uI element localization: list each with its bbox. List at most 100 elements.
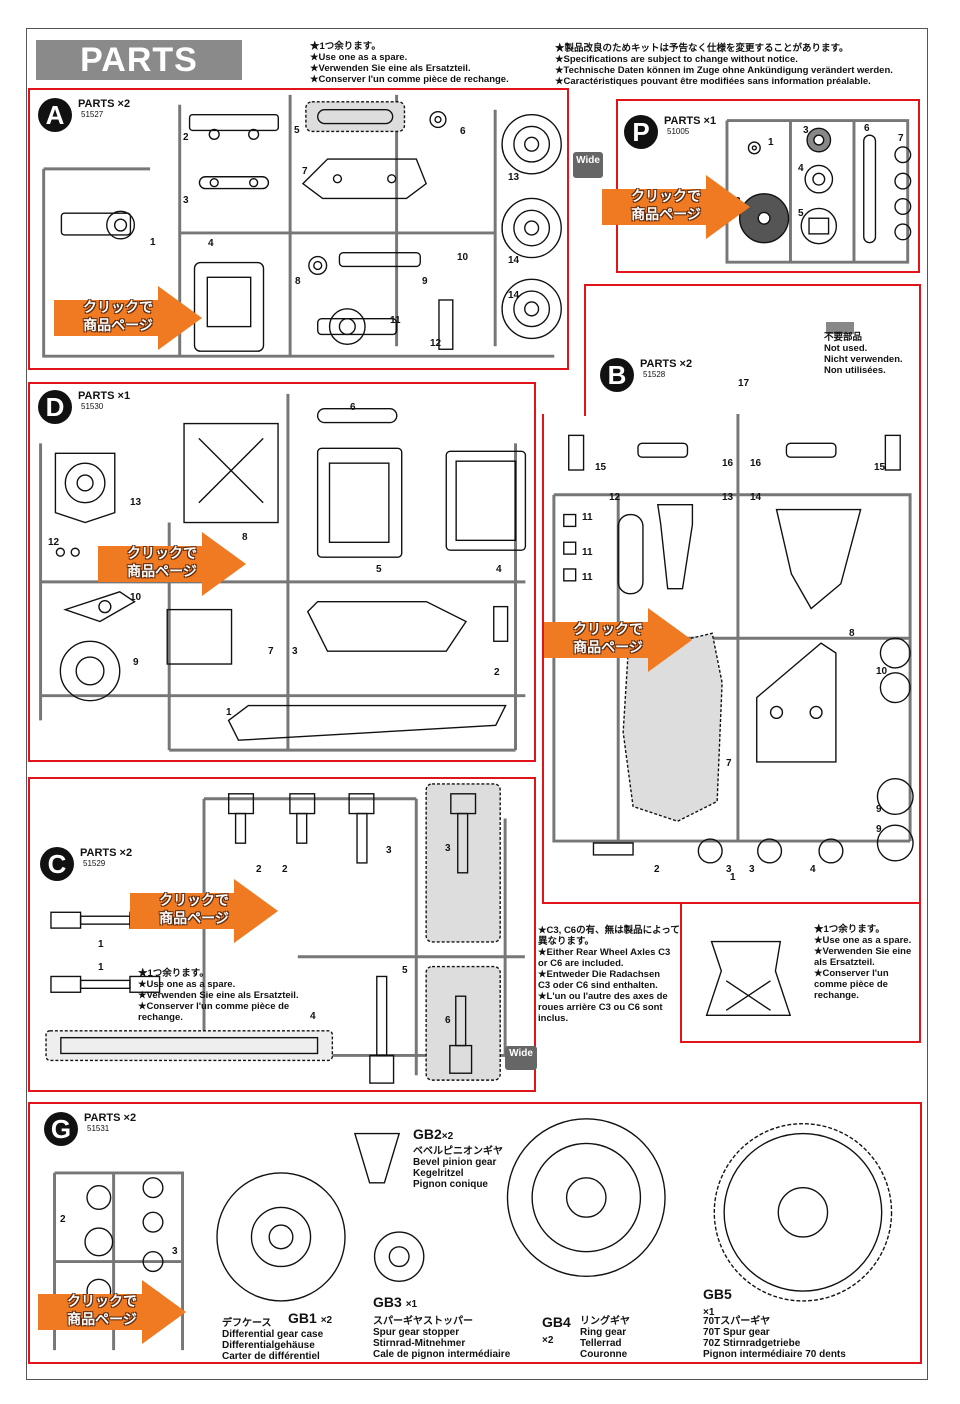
part-label: 11 [390, 315, 401, 326]
gb4-description: リングギヤ Ring gear Tellerrad Couronne [580, 1316, 630, 1360]
part-label: 8 [295, 276, 301, 287]
section-b-badge: B PARTS ×2 51528 [600, 358, 692, 392]
part-label: 5 [294, 125, 300, 136]
part-label: 2 [494, 667, 500, 678]
section-d-number: 51530 [81, 402, 104, 411]
part-label: 2 [654, 864, 660, 875]
part-label: 5 [376, 564, 382, 575]
part-label: 6 [864, 123, 870, 134]
part-label: 3 [803, 125, 809, 136]
part-label: 14 [750, 492, 762, 503]
section-d: D PARTS ×1 51530 1 2 3 4 5 6 7 8 9 10 12… [28, 382, 536, 762]
part-label: 15 [595, 462, 607, 473]
product-page-link-g[interactable]: クリックで 商品ページ [38, 1280, 188, 1344]
part-label: 10 [876, 666, 888, 677]
section-p-number: 51005 [667, 127, 690, 136]
spare-note-top: ★1つ余ります。 ★Use one as a spare. ★Verwenden… [310, 41, 509, 85]
part-label: 2 [256, 864, 262, 875]
part-label: 7 [268, 646, 274, 657]
part-label: 4 [496, 564, 502, 575]
part-label: 13 [130, 497, 142, 508]
gb1-code: GB1 ×2 [288, 1310, 333, 1326]
part-label: 3 [292, 646, 298, 657]
part-label: 5 [402, 965, 408, 976]
section-a-badge: A PARTS ×2 51527 [38, 98, 130, 132]
section-b: 不要部品 Not used. Nicht verwenden. Non util… [542, 322, 921, 1001]
section-a-number: 51527 [81, 110, 104, 119]
product-page-link-c[interactable]: クリックで 商品ページ [130, 879, 280, 943]
part-label: 16 [722, 458, 734, 469]
wide-badge: Wide [505, 1046, 537, 1070]
section-g-letter: G [44, 1112, 78, 1146]
part-label: 5 [798, 208, 804, 219]
gb3-code: GB3 ×1 [373, 1294, 418, 1310]
part-label: 9 [876, 804, 882, 815]
part-label: 13 [722, 492, 734, 503]
part-label: 15 [874, 462, 886, 473]
section-p-badge: P PARTS ×1 51005 [624, 115, 716, 149]
part-label: 16 [750, 458, 762, 469]
gb1-description: デフケース Differential gear case Differentia… [222, 1318, 324, 1362]
part-label: 7 [898, 133, 904, 144]
sprue-p-drawing [725, 119, 912, 264]
part-label: 2 [183, 132, 189, 143]
product-page-link-p[interactable]: クリックで 商品ページ [602, 175, 752, 239]
section-c-spare-note: ★1つ余ります。 ★Use one as a spare. ★Verwenden… [138, 968, 299, 1023]
part-label: 10 [457, 252, 469, 263]
sprue-d-drawing [39, 393, 527, 752]
unused-note: 不要部品 Not used. Nicht verwenden. Non util… [824, 332, 903, 376]
wide-badge: Wide [573, 152, 603, 178]
part-label: 13 [508, 172, 520, 183]
part-label: 8 [849, 628, 855, 639]
part-label: 10 [130, 592, 142, 603]
part-label: 14 [508, 290, 520, 301]
part-label: 3 [172, 1246, 178, 1257]
gb4-code: GB4×2 [542, 1314, 571, 1346]
part-label: 6 [445, 1015, 451, 1026]
section-b-bottom [680, 902, 921, 1043]
section-c-badge: C PARTS ×2 51529 [40, 847, 132, 881]
product-page-link-d[interactable]: クリックで 商品ページ [98, 532, 248, 596]
part-label: 2 [60, 1214, 66, 1225]
sprue-c-drawing [45, 783, 525, 1084]
page-frame [26, 28, 928, 1380]
section-g: G PARTS ×2 51531 2 3 GB1 ×2 デフケース Differ… [28, 1102, 922, 1364]
gb5-description: 70Tスパーギヤ 70T Spur gear 70Z Stirnradgetri… [703, 1316, 846, 1360]
spec-change-note: ★製品改良のためキットは予告なく仕様を変更することがあります。 ★Specifi… [555, 43, 893, 87]
section-a-letter: A [38, 98, 72, 132]
section-d-badge: D PARTS ×1 51530 [38, 390, 130, 424]
section-a-qty: PARTS ×2 [78, 98, 131, 110]
section-g-badge: G PARTS ×2 51531 [44, 1112, 136, 1146]
product-page-link-b[interactable]: クリックで 商品ページ [544, 608, 694, 672]
section-c: C PARTS ×2 51529 1 1 2 2 3 3 4 5 6 ★1つ余り… [28, 777, 537, 1092]
part-label: 3 [445, 843, 451, 854]
part-label: 9 [876, 824, 882, 835]
section-p: P PARTS ×1 51005 1 2 3 4 5 6 7 クリックで 商品ペ… [602, 99, 920, 273]
part-label: 12 [48, 537, 60, 548]
part-label: 1 [730, 872, 736, 883]
part-label: 8 [242, 532, 248, 543]
part-label: 3 [749, 864, 755, 875]
part-label: 11 [582, 572, 593, 583]
product-page-link-a[interactable]: クリックで 商品ページ [54, 286, 204, 350]
section-g-number: 51531 [87, 1124, 110, 1133]
part-label: 7 [726, 758, 732, 769]
part-label: 1 [98, 962, 104, 973]
part-label: 12 [430, 338, 442, 349]
section-c-qty: PARTS ×2 [80, 847, 133, 859]
sprue-g-drawing [53, 1118, 893, 1351]
section-b-qty: PARTS ×2 [640, 358, 693, 370]
gb5-code: GB5×1 [703, 1286, 732, 1318]
part-label: 3 [183, 195, 189, 206]
part-label: 6 [460, 126, 466, 137]
part-label: 17 [738, 378, 750, 389]
part-label: 11 [582, 547, 593, 558]
sprue-a-drawing [42, 94, 562, 358]
part-label: 4 [810, 864, 816, 875]
part-label: 12 [609, 492, 621, 503]
part-label: 6 [350, 402, 356, 413]
section-b-letter: B [600, 358, 634, 392]
gb2-description: ベベルピニオンギヤ Bevel pinion gear Kegelritzel … [413, 1146, 503, 1190]
part-label: 9 [133, 657, 139, 668]
section-a: A PARTS ×2 51527 1 2 3 4 5 6 7 8 9 10 11… [28, 88, 603, 370]
